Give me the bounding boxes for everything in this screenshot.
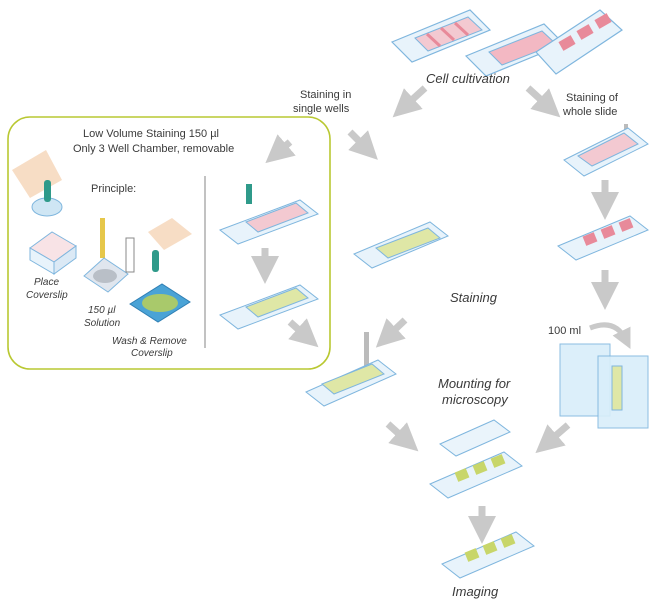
- panel-slide-pink: [218, 184, 320, 245]
- label-staining-whole-1: Staining of: [566, 92, 619, 104]
- coverslip-glass: [439, 419, 511, 457]
- step2-label-2: Solution: [84, 318, 121, 329]
- wash-remove-illustration: [125, 218, 192, 323]
- step1-label-1: Place: [34, 277, 59, 288]
- step1-label-2: Coverslip: [26, 290, 68, 301]
- place-coverslip-illustration: [29, 231, 77, 275]
- arrow-single-down: [347, 129, 378, 160]
- arrow-single-to-mount: [375, 317, 408, 348]
- combined-stained-slide: [305, 332, 397, 407]
- label-staining-single-1: Staining in: [300, 89, 351, 101]
- whole-slide-staining: [563, 124, 649, 177]
- stage-cell-cultivation: Cell cultivation: [426, 71, 510, 86]
- stage-mounting-2: microscopy: [442, 392, 509, 407]
- step3-label-1: Wash & Remove: [112, 336, 187, 347]
- mounted-slide: [429, 451, 523, 499]
- volume-label: 100 ml: [548, 325, 581, 337]
- stage-imaging: Imaging: [452, 584, 499, 599]
- arrow-jar-to-mount: [535, 422, 571, 454]
- single-wells-slide: [353, 221, 449, 269]
- label-staining-whole-2: whole slide: [562, 106, 617, 118]
- staining-jars: [559, 343, 649, 429]
- stage-staining: Staining: [450, 290, 498, 305]
- arrow-combined-to-mount: [385, 421, 419, 452]
- hand-coverslip-illustration: [12, 150, 63, 217]
- pipette-solution-illustration: [83, 218, 129, 293]
- imaging-slide: [441, 531, 535, 579]
- panel-title-2: Only 3 Well Chamber, removable: [73, 143, 234, 155]
- arrow-dip: [589, 322, 631, 349]
- stage-mounting-1: Mounting for: [438, 376, 511, 391]
- low-volume-panel: [7, 116, 331, 370]
- arrow-to-single-wells: [392, 85, 428, 118]
- panel-title-1: Low Volume Staining 150 µl: [83, 128, 219, 140]
- step3-label-2: Coverslip: [131, 348, 173, 359]
- arrow-into-panel: [265, 134, 296, 164]
- label-staining-single-2: single wells: [293, 103, 350, 115]
- culture-slide-1: [390, 9, 492, 63]
- culture-slide-3: [535, 9, 623, 75]
- step2-label-1: 150 µl: [88, 305, 116, 316]
- principle-label: Principle:: [91, 183, 136, 195]
- arrow-to-whole-slide: [525, 85, 561, 118]
- arrow-panel-out: [287, 318, 319, 348]
- panel-slide-green: [218, 284, 320, 330]
- whole-slide-pink: [557, 215, 649, 261]
